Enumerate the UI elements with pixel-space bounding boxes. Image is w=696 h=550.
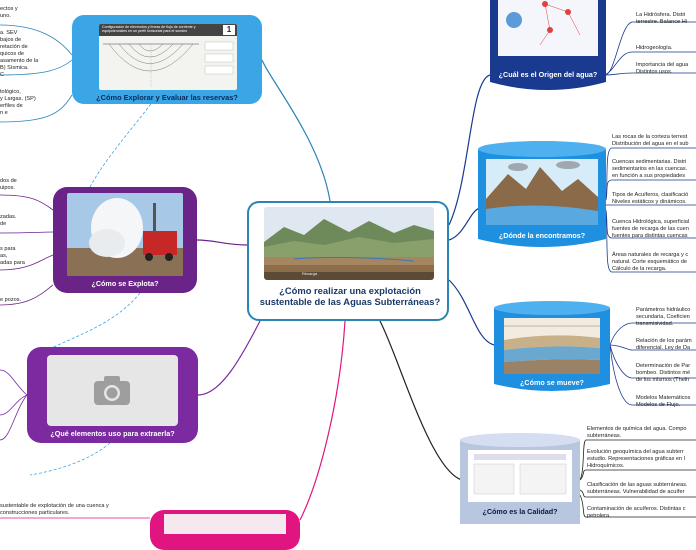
branch-cal-2 bbox=[579, 469, 696, 481]
connector-explota bbox=[196, 239, 248, 246]
explota-sub-2[interactable]: zadas. de bbox=[0, 214, 17, 227]
node-encontramos[interactable]: ¿Dónde la encontramos? bbox=[478, 139, 606, 251]
pink-node-image bbox=[164, 514, 286, 534]
connector-calidad bbox=[379, 320, 463, 481]
diagram-title: Configuración de electrodos y líneas de … bbox=[102, 25, 196, 33]
connector-elementos bbox=[197, 320, 261, 396]
node-explorar[interactable]: Configuración de electrodos y líneas de … bbox=[72, 15, 262, 104]
node-explorar-label: ¿Cómo Explorar y Evaluar las reservas? bbox=[96, 93, 238, 102]
image-placeholder bbox=[47, 355, 178, 426]
encontramos-sub-2[interactable]: Cuencas sedimentarias. Distri sedimentar… bbox=[612, 159, 688, 179]
encontramos-sub-4[interactable]: Cuenca Hidrológica, superficial fuentes … bbox=[612, 219, 690, 239]
branch-elem-2 bbox=[0, 394, 28, 416]
calidad-sub-4[interactable]: Contaminación de acuíferos. Distintas c … bbox=[587, 506, 686, 519]
connector-encontramos bbox=[448, 207, 481, 241]
branch-expl-2 bbox=[0, 231, 54, 234]
branch-mueve-3 bbox=[609, 344, 696, 379]
calidad-sub-1[interactable]: Elementos de química del agua. Compo sub… bbox=[587, 426, 687, 439]
mueve-sub-2[interactable]: Relación de los parám diferencial. Ley d… bbox=[636, 338, 692, 351]
branch-enc-5 bbox=[605, 214, 696, 273]
explota-sub-1[interactable]: dos de uipos. bbox=[0, 178, 17, 191]
node-mueve-label: ¿Cómo se mueve? bbox=[520, 378, 584, 387]
connector-explorar bbox=[261, 59, 331, 202]
central-topic-title: ¿Cómo realizar una explotación sustentab… bbox=[259, 285, 441, 307]
node-origen[interactable]: ¿Cuál es el Origen del agua? bbox=[490, 0, 606, 94]
branch-enc-2 bbox=[605, 179, 696, 201]
node-encontramos-label: ¿Dónde la encontramos? bbox=[498, 231, 586, 240]
node-calidad-label: ¿Cómo es la Calidad? bbox=[482, 507, 558, 516]
branch-enc-4 bbox=[605, 209, 696, 239]
dashed-link-2 bbox=[39, 292, 141, 356]
explota-sub-4[interactable]: e pozos. bbox=[0, 297, 22, 303]
central-topic[interactable]: Recarga ¿Cómo realizar una explotación s… bbox=[247, 201, 449, 321]
node-elementos[interactable]: ¿Qué elementos uso para extraerla? bbox=[27, 347, 198, 443]
branch-expl-4 bbox=[0, 284, 54, 306]
node-elementos-label: ¿Qué elementos uso para extraerla? bbox=[50, 429, 175, 438]
encontramos-sub-3[interactable]: Tipos de Acuíferos, clasificació Niveles… bbox=[612, 192, 689, 205]
branch-mueve-4 bbox=[609, 344, 696, 406]
calidad-sub-3[interactable]: Clasificación de las aguas subterráneas.… bbox=[587, 482, 688, 495]
node-mueve[interactable]: ¿Cómo se mueve? bbox=[494, 300, 610, 394]
encontramos-sub-5[interactable]: Áreas naturales de recarga y c natural. … bbox=[612, 252, 689, 272]
branch-mueve-2 bbox=[609, 344, 696, 351]
bottom-sub-1[interactable]: sustentable de explotación de una cuenca… bbox=[0, 503, 109, 516]
mueve-sub-4[interactable]: Modelos Matemáticos Modelos de Flujo. bbox=[636, 395, 691, 408]
node-pink[interactable] bbox=[150, 510, 300, 550]
branch-mueve-1 bbox=[609, 322, 696, 346]
diagram-number: 1 bbox=[223, 25, 235, 35]
branch-origen-3 bbox=[604, 72, 696, 76]
branch-expl-1 bbox=[0, 194, 54, 211]
branch-exp-3 bbox=[0, 94, 73, 123]
branch-exp-2 bbox=[0, 59, 73, 76]
explorar-sub-1[interactable]: ectos y uno. bbox=[0, 6, 18, 19]
connector-origen bbox=[448, 74, 491, 226]
dashed-link-3 bbox=[29, 442, 111, 476]
node-calidad[interactable]: ¿Cómo es la Calidad? bbox=[460, 432, 580, 524]
explota-sub-3[interactable]: s para as, adas para bbox=[0, 246, 25, 266]
camera-icon bbox=[94, 376, 130, 405]
calidad-sub-2[interactable]: Evolución geoquímica del agua subterr es… bbox=[587, 449, 685, 469]
recharge-label: Recarga bbox=[302, 271, 318, 276]
aquifer-terrain-image: Recarga bbox=[264, 207, 434, 280]
origen-sub-3[interactable]: Importancia del agua Distintos usos. bbox=[636, 62, 689, 75]
branch-cal-1 bbox=[579, 439, 696, 481]
explorar-sub-3[interactable]: tológico, y Largas. (SP) erfiles de n e bbox=[0, 89, 36, 116]
explorar-sub-2[interactable]: a. SEV bajos de retación de quicos de as… bbox=[0, 30, 39, 78]
connector-mueve bbox=[448, 279, 495, 346]
well-gushing-photo bbox=[67, 193, 183, 276]
branch-cal-3 bbox=[579, 489, 696, 498]
sounding-diagram: Configuración de electrodos y líneas de … bbox=[99, 24, 237, 90]
origen-sub-2[interactable]: Hidrogeología. bbox=[636, 45, 673, 51]
connector-pink bbox=[299, 320, 346, 520]
node-explota-label: ¿Cómo se Explota? bbox=[91, 279, 159, 288]
mueve-sub-1[interactable]: Parámetros hidráulico secundaria, Coefic… bbox=[636, 307, 691, 327]
mueve-sub-3[interactable]: Determinación de Par bombeo. Distintos m… bbox=[636, 363, 691, 383]
mindmap-connectors bbox=[0, 21, 696, 520]
branch-elem-3 bbox=[0, 394, 28, 441]
branch-cal-4 bbox=[579, 494, 696, 518]
encontramos-sub-1[interactable]: Las rocas de la corteza terrest Distribu… bbox=[612, 134, 689, 147]
branch-exp-1 bbox=[0, 24, 73, 56]
branch-elem-1 bbox=[0, 369, 28, 396]
branch-expl-3 bbox=[0, 254, 54, 271]
node-origen-label: ¿Cuál es el Origen del agua? bbox=[498, 70, 598, 79]
branch-origen-2 bbox=[604, 51, 696, 76]
origen-sub-1[interactable]: La Hidrósfera. Distri terrestre. Balance… bbox=[636, 12, 687, 25]
node-explota[interactable]: ¿Cómo se Explota? bbox=[53, 187, 197, 293]
